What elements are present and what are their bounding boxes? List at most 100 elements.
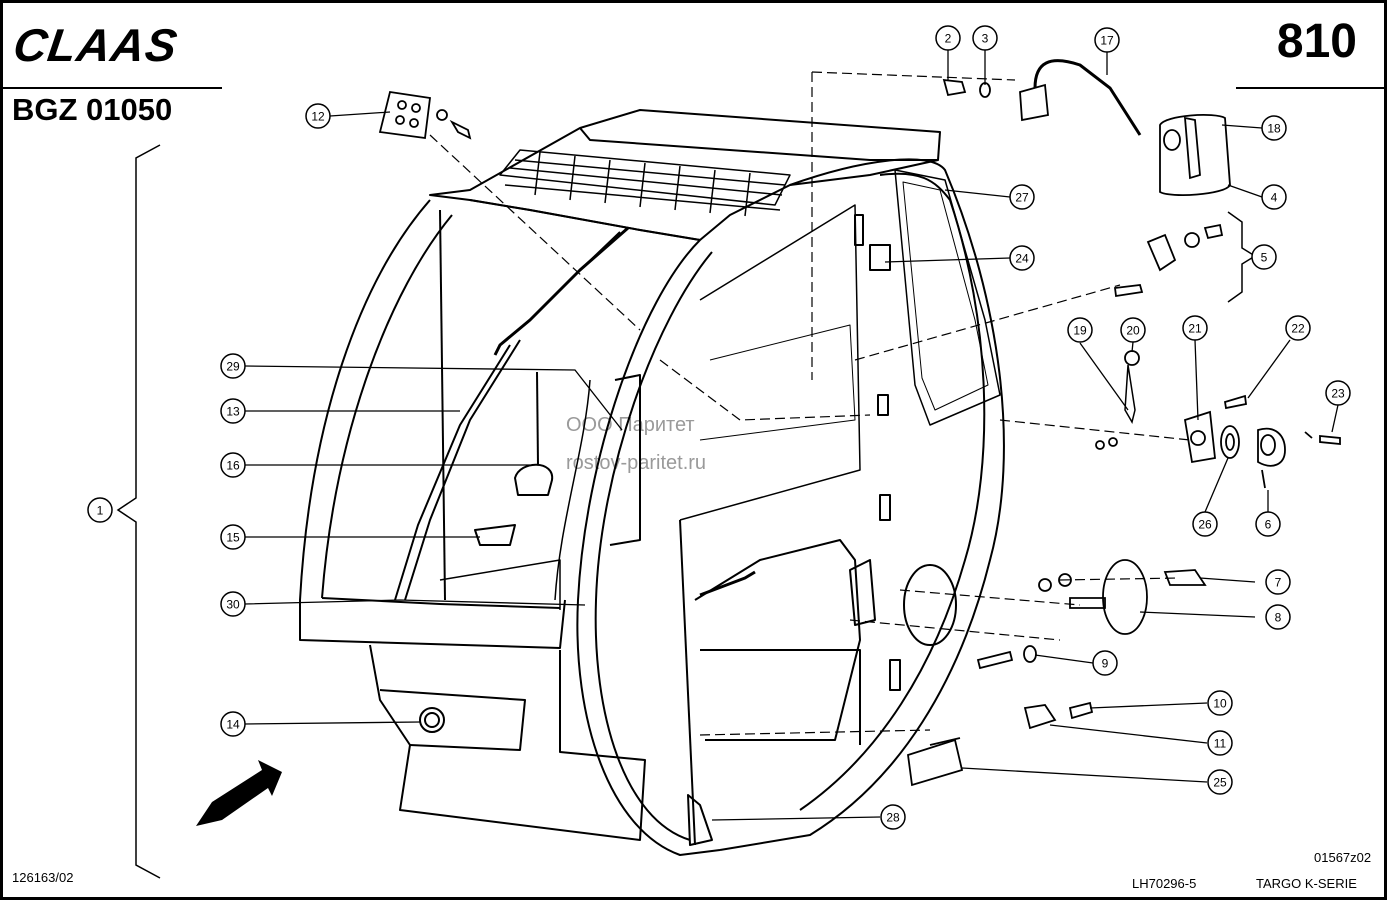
footer-left-code: 126163/02 [12,870,74,885]
callout-21: 21 [1182,315,1208,341]
callout-label-19: 19 [1073,324,1087,338]
callout-24: 24 [1009,245,1035,271]
callout-label-10: 10 [1213,697,1227,711]
callout-10: 10 [1207,690,1233,716]
callout-circle-24 [1009,245,1035,271]
callout-label-6: 6 [1265,518,1272,532]
callout-22: 22 [1285,315,1311,341]
callout-circle-10 [1207,690,1233,716]
callout-label-17: 17 [1100,34,1114,48]
callout-label-11: 11 [1214,737,1227,751]
callout-label-21: 21 [1188,322,1202,336]
callout-circle-27 [1009,184,1035,210]
callout-circle-11 [1207,730,1233,756]
callout-13: 13 [220,398,246,424]
callout-label-30: 30 [226,598,240,612]
watermark-line-1: ООО Паритет [566,414,695,436]
callout-label-20: 20 [1126,324,1140,338]
callout-label-3: 3 [982,32,989,46]
callout-2: 2 [935,25,961,51]
callout-29: 29 [220,353,246,379]
document-code: BGZ 01050 [12,92,173,127]
callout-label-18: 18 [1267,122,1281,136]
callout-circle-26 [1192,511,1218,537]
callout-leaders [244,50,1339,821]
callout-label-29: 29 [226,360,240,374]
callout-circle-18 [1261,115,1287,141]
callout-circle-15 [220,524,246,550]
callout-27: 27 [1009,184,1035,210]
callout-label-27: 27 [1015,191,1029,205]
callout-circle-16 [220,452,246,478]
callout-circle-25 [1207,769,1233,795]
exploded-parts [378,59,1341,787]
callout-label-22: 22 [1291,322,1305,336]
callout-circle-1 [87,497,113,523]
callout-11: 11 [1207,730,1233,756]
page-number: 810 [1276,15,1357,68]
callout-label-15: 15 [226,531,240,545]
callout-label-14: 14 [226,718,240,732]
callout-circle-6 [1255,511,1281,537]
callout-label-12: 12 [311,110,325,124]
callout-circle-7 [1265,569,1291,595]
callout-label-8: 8 [1275,611,1282,625]
callout-30: 30 [220,591,246,617]
callout-15: 15 [220,524,246,550]
callout-circle-30 [220,591,246,617]
callout-label-1: 1 [97,504,104,518]
callout-circle-9 [1092,650,1118,676]
watermark-line-2: rostov-paritet.ru [566,452,707,474]
callout-14: 14 [220,711,246,737]
callout-4: 4 [1261,184,1287,210]
callout-circle-21 [1182,315,1208,341]
series-label: TARGO K-SERIE [1256,876,1357,891]
dashed-leaders [429,71,1191,736]
callout-circle-12 [305,103,331,129]
callout-12: 12 [305,103,331,129]
callout-circle-20 [1120,317,1146,343]
callout-label-2: 2 [945,32,952,46]
callout-label-26: 26 [1198,518,1212,532]
callout-circle-2 [935,25,961,51]
callout-circle-28 [880,804,906,830]
callout-circle-8 [1265,604,1291,630]
callout-circle-14 [220,711,246,737]
callout-26: 26 [1192,511,1218,537]
callout-label-7: 7 [1275,576,1282,590]
callout-circle-22 [1285,315,1311,341]
bracket-item-5 [1227,211,1257,303]
callout-circle-19 [1067,317,1093,343]
callout-9: 9 [1092,650,1118,676]
callout-label-4: 4 [1271,191,1278,205]
callout-8: 8 [1265,604,1291,630]
callout-label-25: 25 [1213,776,1227,790]
callout-20: 20 [1120,317,1146,343]
callout-circle-5 [1251,244,1277,270]
callout-16: 16 [220,452,246,478]
callout-label-24: 24 [1015,252,1029,266]
callout-label-5: 5 [1261,251,1268,265]
part-code: LH70296-5 [1132,876,1197,891]
callout-19: 19 [1067,317,1093,343]
callout-circle-4 [1261,184,1287,210]
callout-6: 6 [1255,511,1281,537]
callout-circle-17 [1094,27,1120,53]
callout-label-23: 23 [1331,387,1345,401]
callout-1: 1 [87,497,113,523]
callout-25: 25 [1207,769,1233,795]
callout-23: 23 [1325,380,1351,406]
drawing-code: 01567z02 [1314,850,1372,865]
callout-circle-23 [1325,380,1351,406]
callout-label-16: 16 [226,459,240,473]
callout-18: 18 [1261,115,1287,141]
callout-label-13: 13 [226,405,240,419]
callout-28: 28 [880,804,906,830]
callout-5: 5 [1251,244,1277,270]
callout-7: 7 [1265,569,1291,595]
direction-arrow-icon [196,760,282,826]
callout-circle-3 [972,25,998,51]
